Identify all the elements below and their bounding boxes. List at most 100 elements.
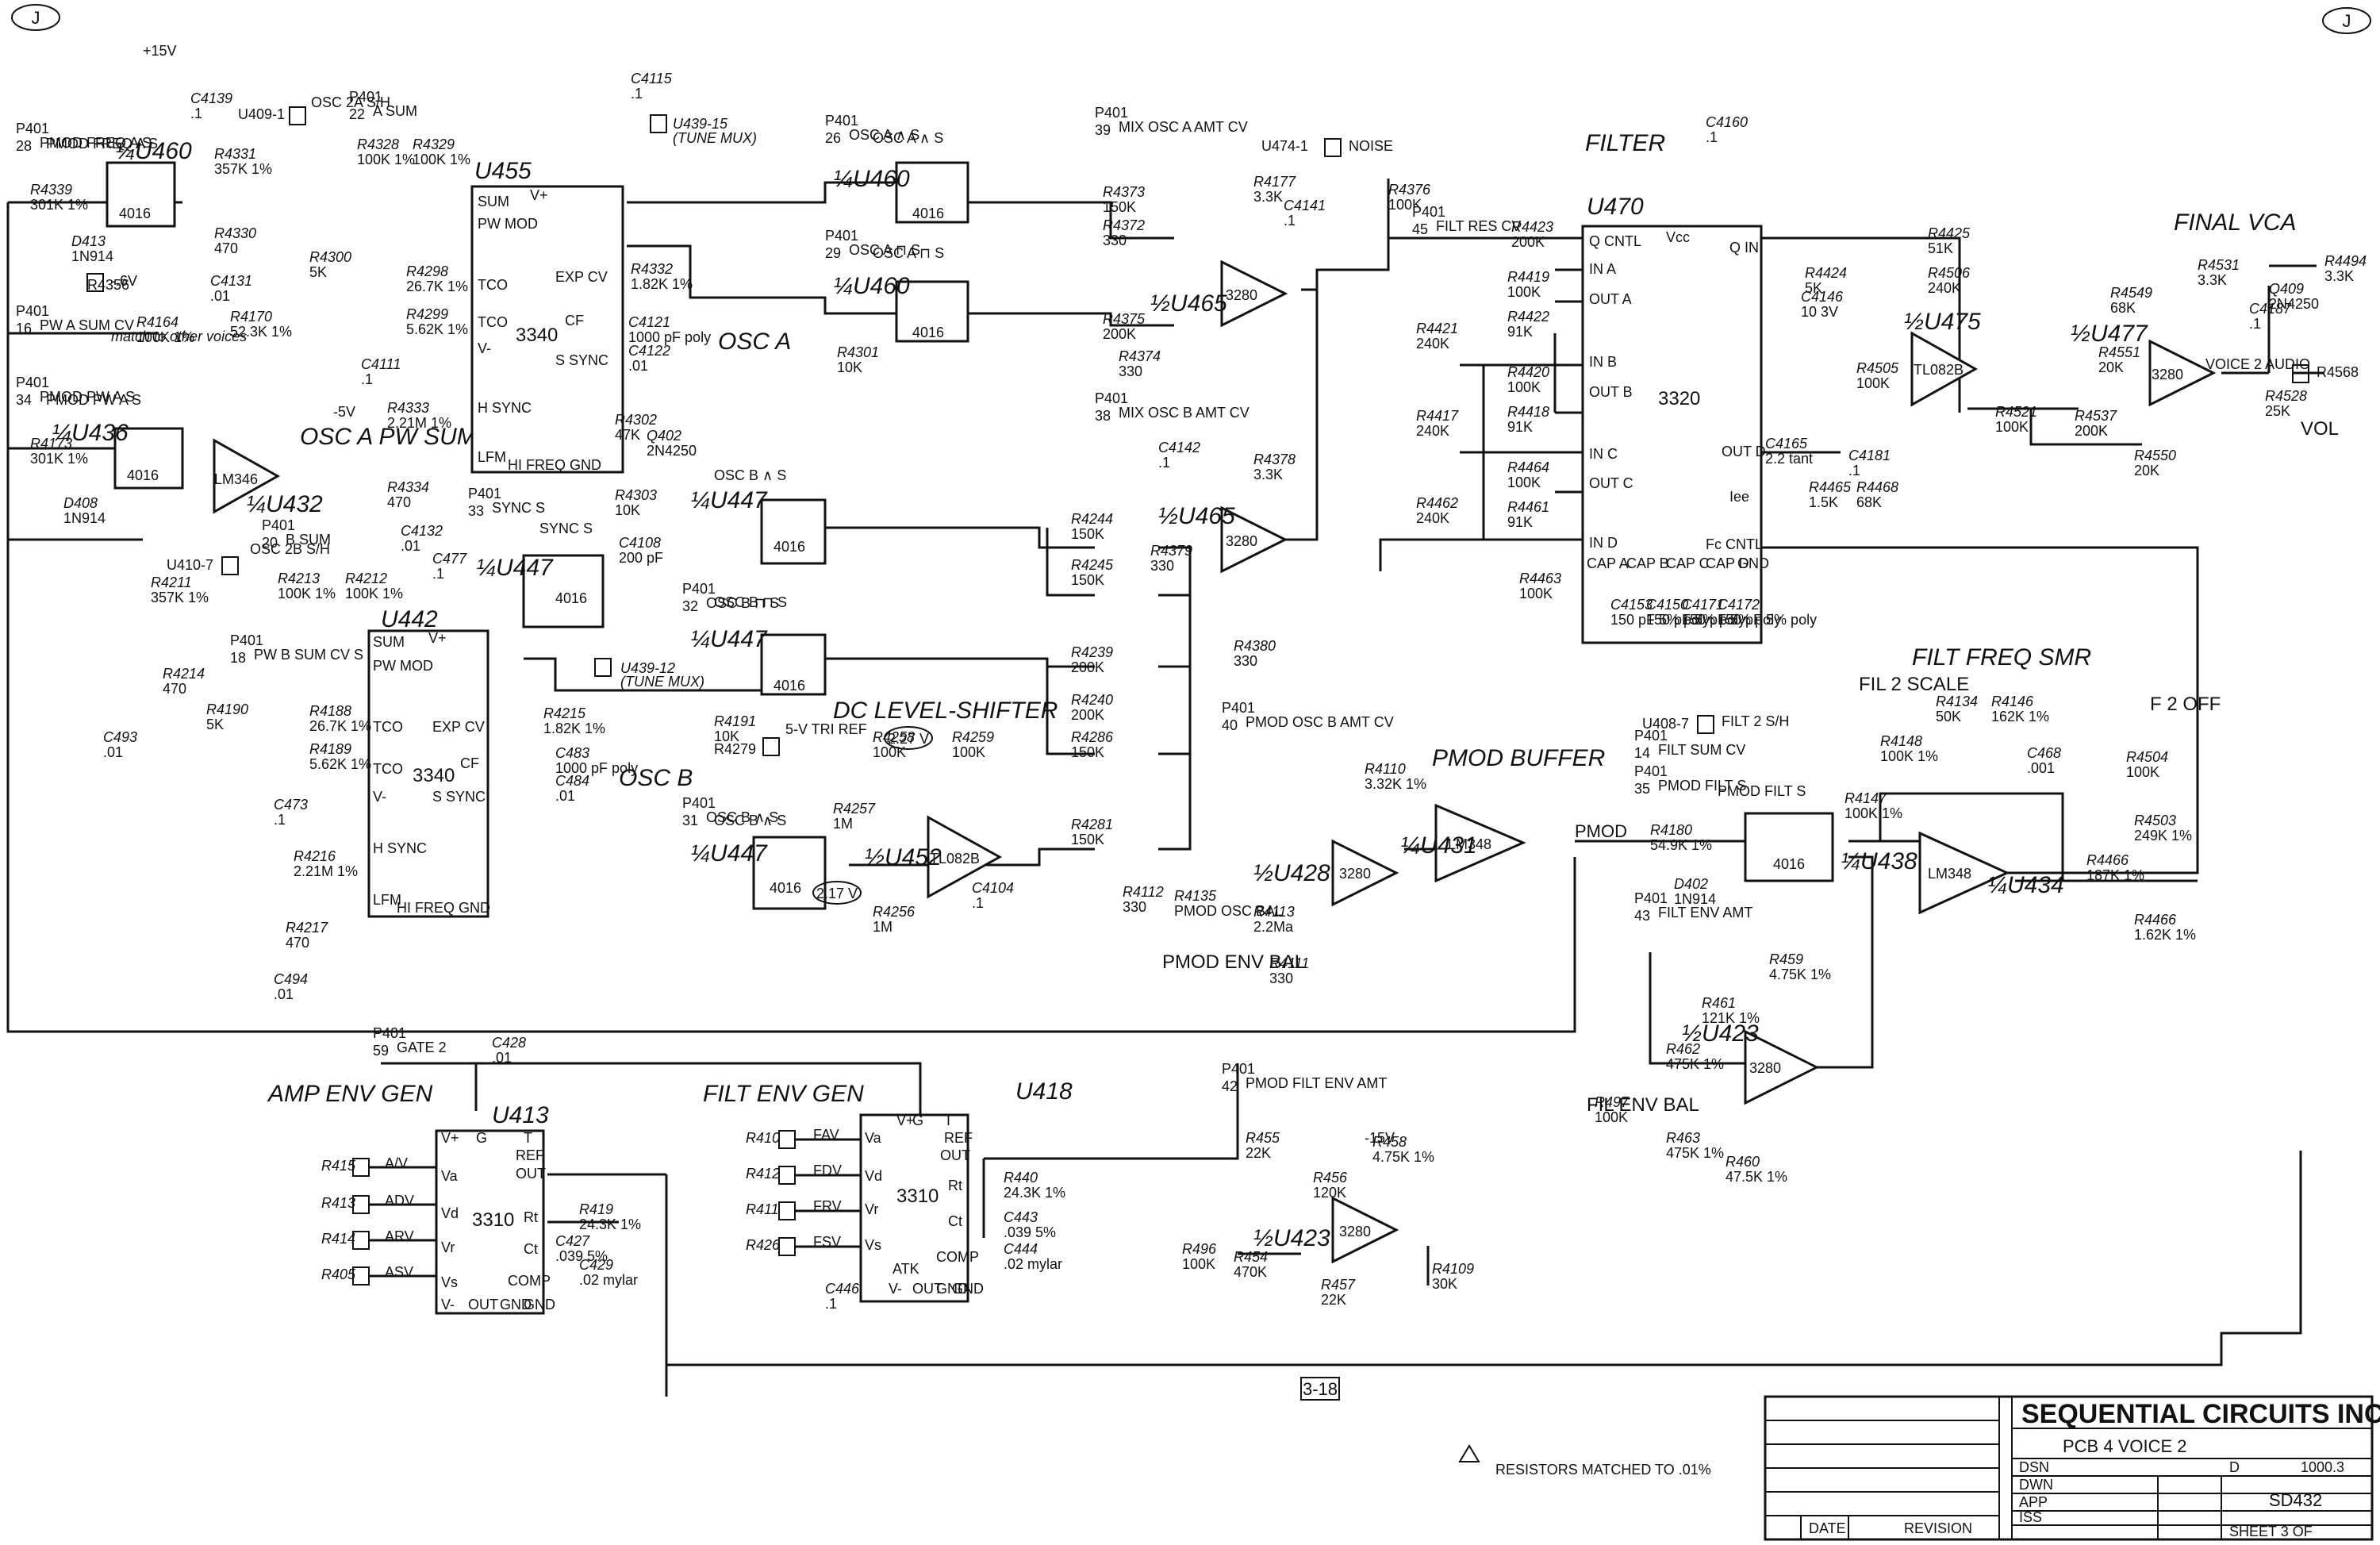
tag-1: U439-15(TUNE MUX) <box>650 114 757 146</box>
svg-text:C4139: C4139 <box>190 90 232 106</box>
opamp-2: TL082B ½U475 <box>1904 309 1981 407</box>
svg-text:C4111: C4111 <box>361 356 401 372</box>
svg-text:½U428: ½U428 <box>1253 860 1330 886</box>
svg-text:42: 42 <box>1222 1078 1238 1094</box>
svg-text:91K: 91K <box>1507 324 1533 340</box>
svg-text:150 pF 5% poly: 150 pF 5% poly <box>1610 612 1710 628</box>
svg-text:4.75K 1%: 4.75K 1% <box>1769 967 1831 982</box>
svg-text:OSC A ∧ S: OSC A ∧ S <box>849 127 919 143</box>
svg-text:51K: 51K <box>1928 240 1953 256</box>
svg-text:.039 5%: .039 5% <box>1004 1224 1056 1240</box>
svg-text:R4378: R4378 <box>1253 452 1296 467</box>
svg-text:33: 33 <box>468 503 484 519</box>
svg-text:COMP: COMP <box>508 1273 551 1289</box>
svg-text:R4468: R4468 <box>1856 479 1898 495</box>
svg-text:½U477: ½U477 <box>2071 321 2148 347</box>
svg-text:R4281: R4281 <box>1071 817 1113 832</box>
svg-text:R497: R497 <box>1595 1094 1630 1110</box>
svg-text:Fc CNTL: Fc CNTL <box>1706 536 1763 552</box>
svg-text:G: G <box>476 1130 487 1146</box>
svg-text:150K: 150K <box>1071 572 1104 588</box>
svg-text:1.62K 1%: 1.62K 1% <box>2134 927 2196 943</box>
right-corner-mark: J <box>2322 7 2371 34</box>
misc-labels: PMOD ENV BAL FIL ENV BAL PMOD match to o… <box>111 43 1699 1146</box>
svg-text:240K: 240K <box>1928 280 1961 296</box>
svg-text:100K 1%: 100K 1% <box>1844 805 1902 821</box>
svg-text:200K: 200K <box>1071 707 1104 723</box>
svg-text:R419: R419 <box>579 1201 613 1217</box>
svg-text:.01: .01 <box>401 538 420 554</box>
gate-3: ¼U460 4016 OSC A ⊓ S <box>833 245 969 343</box>
opamp-4: LM348 ¼U434 <box>1918 831 2064 915</box>
svg-text:GND: GND <box>936 1281 968 1297</box>
svg-text:P401: P401 <box>682 581 716 597</box>
svg-text:5-V TRI REF: 5-V TRI REF <box>785 721 867 737</box>
svg-text:U410-7: U410-7 <box>167 557 213 573</box>
svg-text:LM346: LM346 <box>214 471 258 487</box>
svg-text:OSC B ⊓ S: OSC B ⊓ S <box>706 595 779 611</box>
gate-6: ¼U447 4016 OSC B ⊓ S <box>690 594 827 696</box>
svg-text:100K: 100K <box>1519 586 1553 601</box>
svg-text:43: 43 <box>1634 908 1650 924</box>
component-c4132: C4132.01 <box>401 523 443 554</box>
svg-text:TCO: TCO <box>373 761 403 777</box>
svg-text:B SUM: B SUM <box>286 532 331 548</box>
svg-text:OUT A: OUT A <box>1589 291 1632 307</box>
voltage-readout-1: 2.17 V <box>816 886 858 901</box>
svg-text:47.5K 1%: 47.5K 1% <box>1726 1169 1787 1185</box>
page-number: 3-18 <box>1300 1377 1340 1401</box>
svg-text:R4424: R4424 <box>1805 265 1847 281</box>
svg-text:R4422: R4422 <box>1507 309 1549 325</box>
svg-text:R4211: R4211 <box>151 575 192 590</box>
svg-text:R412: R412 <box>746 1166 780 1182</box>
svg-text:V+: V+ <box>530 187 548 203</box>
svg-text:R4148: R4148 <box>1880 733 1922 749</box>
svg-text:Q CNTL: Q CNTL <box>1589 233 1641 249</box>
svg-text:½U465: ½U465 <box>1150 290 1227 317</box>
svg-text:3280: 3280 <box>2152 367 2183 382</box>
svg-text:10 3V: 10 3V <box>1801 304 1838 320</box>
svg-text:D402: D402 <box>1674 876 1708 892</box>
svg-text:R4463: R4463 <box>1519 571 1561 586</box>
svg-text:C428: C428 <box>492 1035 526 1051</box>
svg-text:R4110: R4110 <box>1365 761 1406 777</box>
svg-text:C473: C473 <box>274 797 308 813</box>
filt-freq-smr-title: FILT FREQ SMR <box>1912 644 2091 671</box>
svg-text:R4537: R4537 <box>2075 408 2117 424</box>
svg-text:PMOD FREQ A S: PMOD FREQ A S <box>40 135 152 151</box>
svg-text:R4244: R4244 <box>1071 511 1113 527</box>
svg-text:240K: 240K <box>1416 510 1449 526</box>
svg-text:330: 330 <box>1119 363 1142 379</box>
svg-text:100K: 100K <box>1995 419 2029 435</box>
svg-text:100K 1%: 100K 1% <box>413 152 470 167</box>
svg-text:¼U460: ¼U460 <box>115 138 192 164</box>
svg-text:R455: R455 <box>1246 1130 1280 1146</box>
svg-text:100K: 100K <box>873 744 906 760</box>
svg-text:1000 pF poly: 1000 pF poly <box>555 760 638 776</box>
ic-u470: U470 3320 Q CNTL IN A OUT A IN B OUT B I… <box>1581 194 1769 644</box>
svg-text:R461: R461 <box>1702 995 1736 1011</box>
matched-note: RESISTORS MATCHED TO .01% <box>1458 1444 1711 1478</box>
svg-text:Vr: Vr <box>441 1239 455 1255</box>
